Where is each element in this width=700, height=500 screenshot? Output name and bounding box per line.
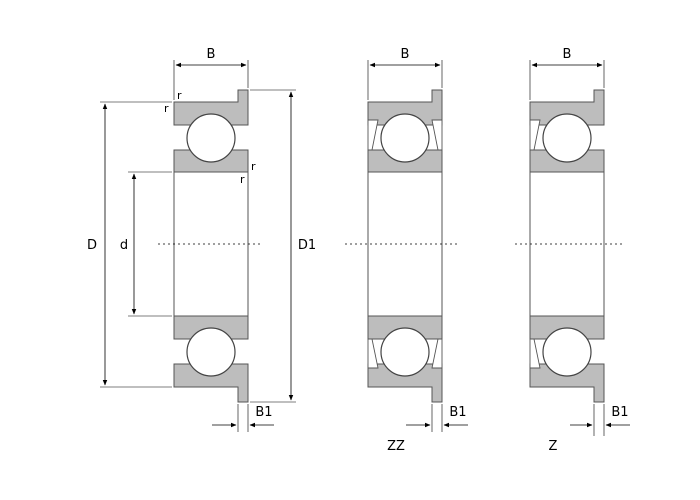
radius-label-4: r bbox=[240, 173, 245, 186]
radius-label-1: r bbox=[177, 89, 182, 102]
shield-left-bottom bbox=[529, 338, 541, 369]
shield-left-top bbox=[529, 119, 541, 151]
ball-top bbox=[542, 113, 592, 163]
dim-b-label: B bbox=[207, 47, 216, 62]
shield-right-top bbox=[431, 119, 443, 151]
dim-D-label: D bbox=[87, 238, 97, 253]
bearing-open: B D d D1 B1 r r r r bbox=[87, 47, 316, 432]
dim-d-label: d bbox=[120, 238, 128, 253]
dim-B1-label: B1 bbox=[255, 405, 272, 420]
bearing-z: B B1 Z bbox=[515, 47, 630, 454]
outer-ring-top bbox=[173, 89, 249, 126]
dim-B1-label: B1 bbox=[611, 405, 628, 420]
variant-label-z: Z bbox=[549, 439, 558, 454]
ball-bottom bbox=[542, 327, 592, 377]
dim-b-label: B bbox=[401, 47, 410, 62]
outer-ring-bottom bbox=[173, 363, 249, 403]
dim-D1-label: D1 bbox=[298, 238, 316, 253]
shield-left-bottom bbox=[367, 338, 379, 369]
shield-right-bottom bbox=[431, 338, 443, 369]
ball-bottom bbox=[186, 327, 236, 377]
ball-top bbox=[380, 113, 430, 163]
variant-label-zz: ZZ bbox=[387, 439, 405, 454]
radius-label-3: r bbox=[251, 160, 256, 173]
dim-B1-label: B1 bbox=[449, 405, 466, 420]
ball-bottom bbox=[380, 327, 430, 377]
ball-top bbox=[186, 113, 236, 163]
bearing-zz: B B1 ZZ bbox=[345, 47, 468, 454]
dim-b-label: B bbox=[563, 47, 572, 62]
shield-left-top bbox=[367, 119, 379, 151]
radius-label-2: r bbox=[164, 102, 169, 115]
